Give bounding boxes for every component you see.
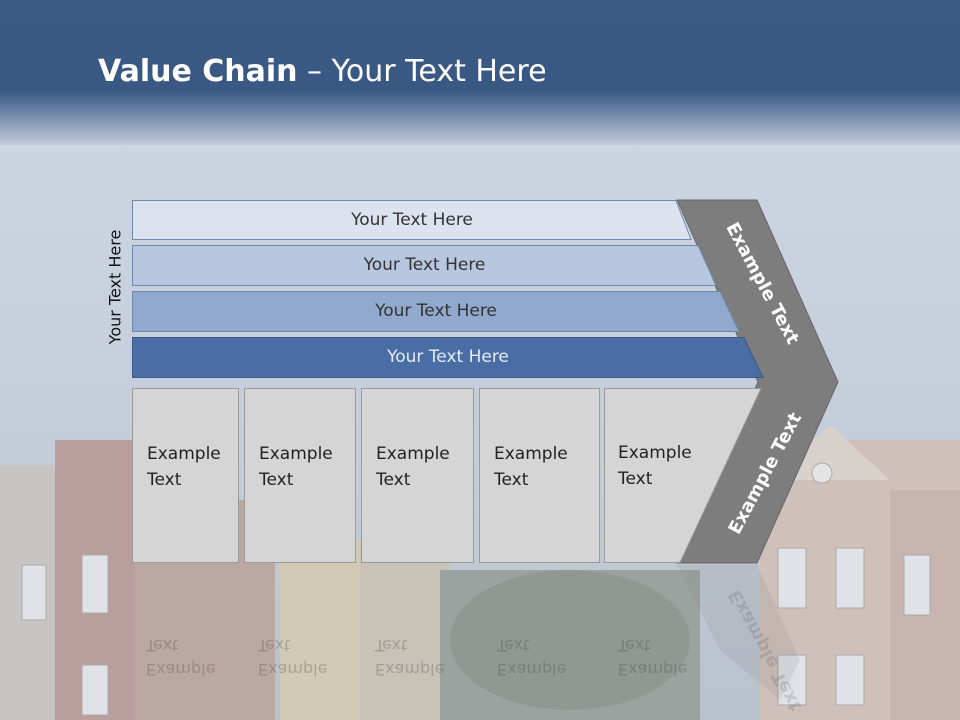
support-box-5-shape bbox=[604, 388, 762, 563]
box-2-line1: Example bbox=[259, 444, 333, 464]
support-box-5: Example Text bbox=[604, 388, 692, 492]
support-box-3: Example Text bbox=[361, 388, 474, 563]
support-box-4: Example Text bbox=[479, 388, 600, 563]
band-2-label: Your Text Here bbox=[363, 255, 486, 275]
band-3-label: Your Text Here bbox=[375, 301, 497, 321]
title-bold: Value Chain bbox=[98, 54, 298, 89]
box-1-line2: Text bbox=[147, 470, 182, 490]
title-bar: Value Chain – Your Text Here bbox=[0, 0, 960, 145]
slide-title: Value Chain – Your Text Here bbox=[98, 54, 547, 89]
band-1-label: Your Text Here bbox=[351, 210, 473, 230]
band-4-label: Your Text Here bbox=[387, 347, 509, 367]
band-4: Your Text Here bbox=[132, 337, 764, 378]
support-box-1: Example Text bbox=[132, 388, 239, 563]
title-rest: – Your Text Here bbox=[297, 54, 547, 89]
box-1-line1: Example bbox=[147, 444, 221, 464]
box-5-line2: Text bbox=[618, 469, 653, 489]
box-5-line1: Example bbox=[618, 443, 692, 463]
band-1: Your Text Here bbox=[132, 200, 692, 240]
box-3-line1: Example bbox=[376, 444, 450, 464]
support-box-2: Example Text bbox=[244, 388, 356, 563]
box-4-line2: Text bbox=[494, 470, 529, 490]
band-3: Your Text Here bbox=[132, 291, 740, 332]
box-3-line2: Text bbox=[376, 470, 411, 490]
band-2: Your Text Here bbox=[132, 245, 717, 286]
box-4-line1: Example bbox=[494, 444, 568, 464]
box-2-line2: Text bbox=[259, 470, 294, 490]
